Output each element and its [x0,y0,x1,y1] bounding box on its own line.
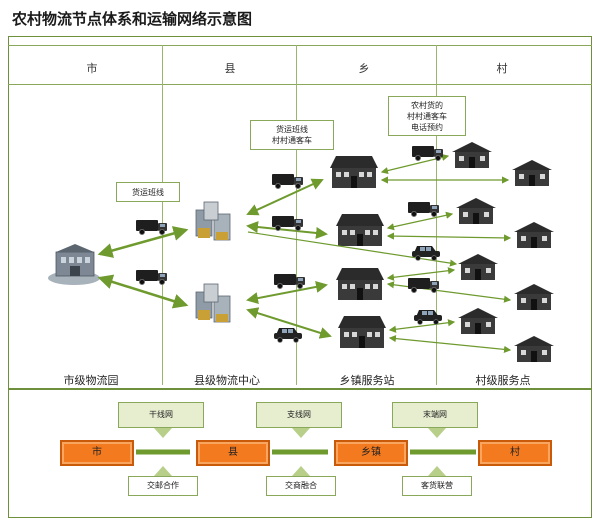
note-rural-booking: 农村货的 村村通客车 电话预约 [388,96,466,136]
column-header-town: 乡 [358,62,370,75]
village-point-icon [458,308,498,334]
county-center-icon [195,201,231,241]
car-icon [273,327,303,343]
town-station-icon [336,214,384,246]
column-header-village: 村 [496,62,508,75]
column-divider [162,45,163,385]
village-point-icon [514,284,554,310]
column-header-county: 县 [224,62,236,75]
label-city-park: 市级物流园 [63,374,119,387]
village-point-icon [452,142,492,168]
car-icon [413,309,443,325]
note-freight-bus: 货运班线 村村通客车 [250,120,334,150]
mode-postal-coop: 交邮合作 [128,476,198,496]
truck-icon [411,145,444,162]
village-point-icon [514,336,554,362]
flow-node-village: 村 [478,440,552,466]
town-station-icon [336,268,384,300]
note-freight-line: 货运班线 [116,182,180,202]
label-village-point: 村级服务点 [475,374,531,387]
network-trunk: 干线网 [118,402,204,428]
truck-icon [135,269,168,286]
network-branch: 支线网 [256,402,342,428]
village-point-icon [512,160,552,186]
column-header-city: 市 [86,62,98,75]
section-divider [8,388,592,390]
flow-node-town: 乡镇 [334,440,408,466]
mode-commerce-fusion: 交商融合 [266,476,336,496]
town-station-icon [338,316,386,348]
truck-icon [271,173,304,190]
county-center-icon [195,283,231,323]
city-logistics-park-icon [48,244,100,285]
car-icon [411,245,441,261]
truck-icon [273,273,306,290]
truck-icon [135,219,168,236]
village-point-icon [456,198,496,224]
network-terminal: 末端网 [392,402,478,428]
truck-icon [271,215,304,232]
label-county-center: 县级物流中心 [194,374,260,387]
diagram-frame [8,36,592,518]
truck-icon [407,201,440,218]
truck-icon [407,277,440,294]
town-station-icon [330,156,378,188]
village-point-icon [458,254,498,280]
flow-node-city: 市 [60,440,134,466]
header-top-line [8,45,592,46]
header-bottom-line [8,84,592,85]
village-point-icon [514,222,554,248]
label-town-station: 乡镇服务站 [339,374,395,387]
mode-passenger-freight: 客货联营 [402,476,472,496]
flow-node-county: 县 [196,440,270,466]
page-title: 农村物流节点体系和运输网络示意图 [12,10,253,28]
